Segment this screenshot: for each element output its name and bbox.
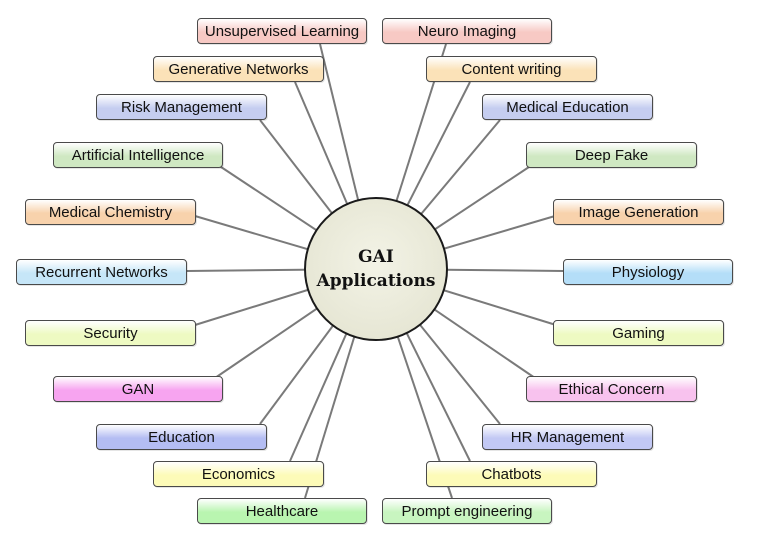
node-risk-management: Risk Management <box>96 94 267 120</box>
node-prompt-engineering: Prompt engineering <box>382 498 552 524</box>
node-deep-fake: Deep Fake <box>526 142 697 168</box>
node-medical-education: Medical Education <box>482 94 653 120</box>
node-gaming: Gaming <box>553 320 724 346</box>
node-economics: Economics <box>153 461 324 487</box>
node-neuro-imaging: Neuro Imaging <box>382 18 552 44</box>
node-healthcare: Healthcare <box>197 498 367 524</box>
node-security: Security <box>25 320 196 346</box>
node-ethical-concern: Ethical Concern <box>526 376 697 402</box>
center-node: GAI Applications <box>304 197 448 341</box>
node-image-generation: Image Generation <box>553 199 724 225</box>
node-recurrent-networks: Recurrent Networks <box>16 259 187 285</box>
node-physiology: Physiology <box>563 259 733 285</box>
node-hr-management: HR Management <box>482 424 653 450</box>
node-artificial-intelligence: Artificial Intelligence <box>53 142 223 168</box>
node-generative-networks: Generative Networks <box>153 56 324 82</box>
node-unsupervised-learning: Unsupervised Learning <box>197 18 367 44</box>
node-chatbots: Chatbots <box>426 461 597 487</box>
node-education: Education <box>96 424 267 450</box>
node-medical-chemistry: Medical Chemistry <box>25 199 196 225</box>
node-gan: GAN <box>53 376 223 402</box>
node-content-writing: Content writing <box>426 56 597 82</box>
center-title-line2: Applications <box>316 271 436 291</box>
center-title-line1: GAI <box>358 247 394 267</box>
